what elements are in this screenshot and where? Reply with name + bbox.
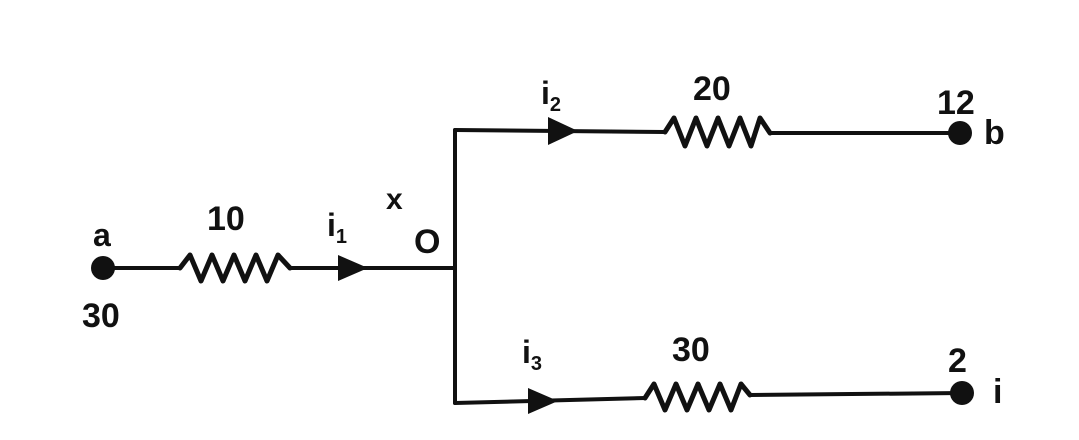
node-i-label: i [993, 373, 1002, 411]
wire-r3-to-i [748, 391, 964, 397]
resistor-r2 [662, 115, 773, 149]
resistor-r2-value: 20 [693, 70, 731, 108]
junction-potential: x [386, 183, 403, 216]
node-a-label: a [93, 217, 111, 253]
node-a-potential: 30 [82, 297, 120, 335]
current-label-i3: i3 [522, 334, 542, 375]
resistor-r1 [177, 252, 293, 284]
node-i-dot [950, 381, 974, 405]
node-a-dot [91, 256, 115, 280]
current-label-i2: i2 [541, 75, 561, 116]
node-b-dot [948, 121, 972, 145]
current-arrow-i2 [548, 117, 578, 145]
resistor-r3-value: 30 [672, 331, 710, 369]
current-arrow-i3 [528, 388, 558, 414]
current-arrow-i1 [338, 255, 368, 281]
resistor-r1-value: 10 [207, 200, 245, 238]
junction-label: O [414, 223, 440, 261]
node-b-potential: 12 [937, 84, 975, 122]
current-label-i1: i1 [327, 207, 347, 248]
resistor-r3 [642, 381, 753, 413]
node-b-label: b [984, 114, 1005, 152]
node-i-potential: 2 [948, 342, 967, 380]
